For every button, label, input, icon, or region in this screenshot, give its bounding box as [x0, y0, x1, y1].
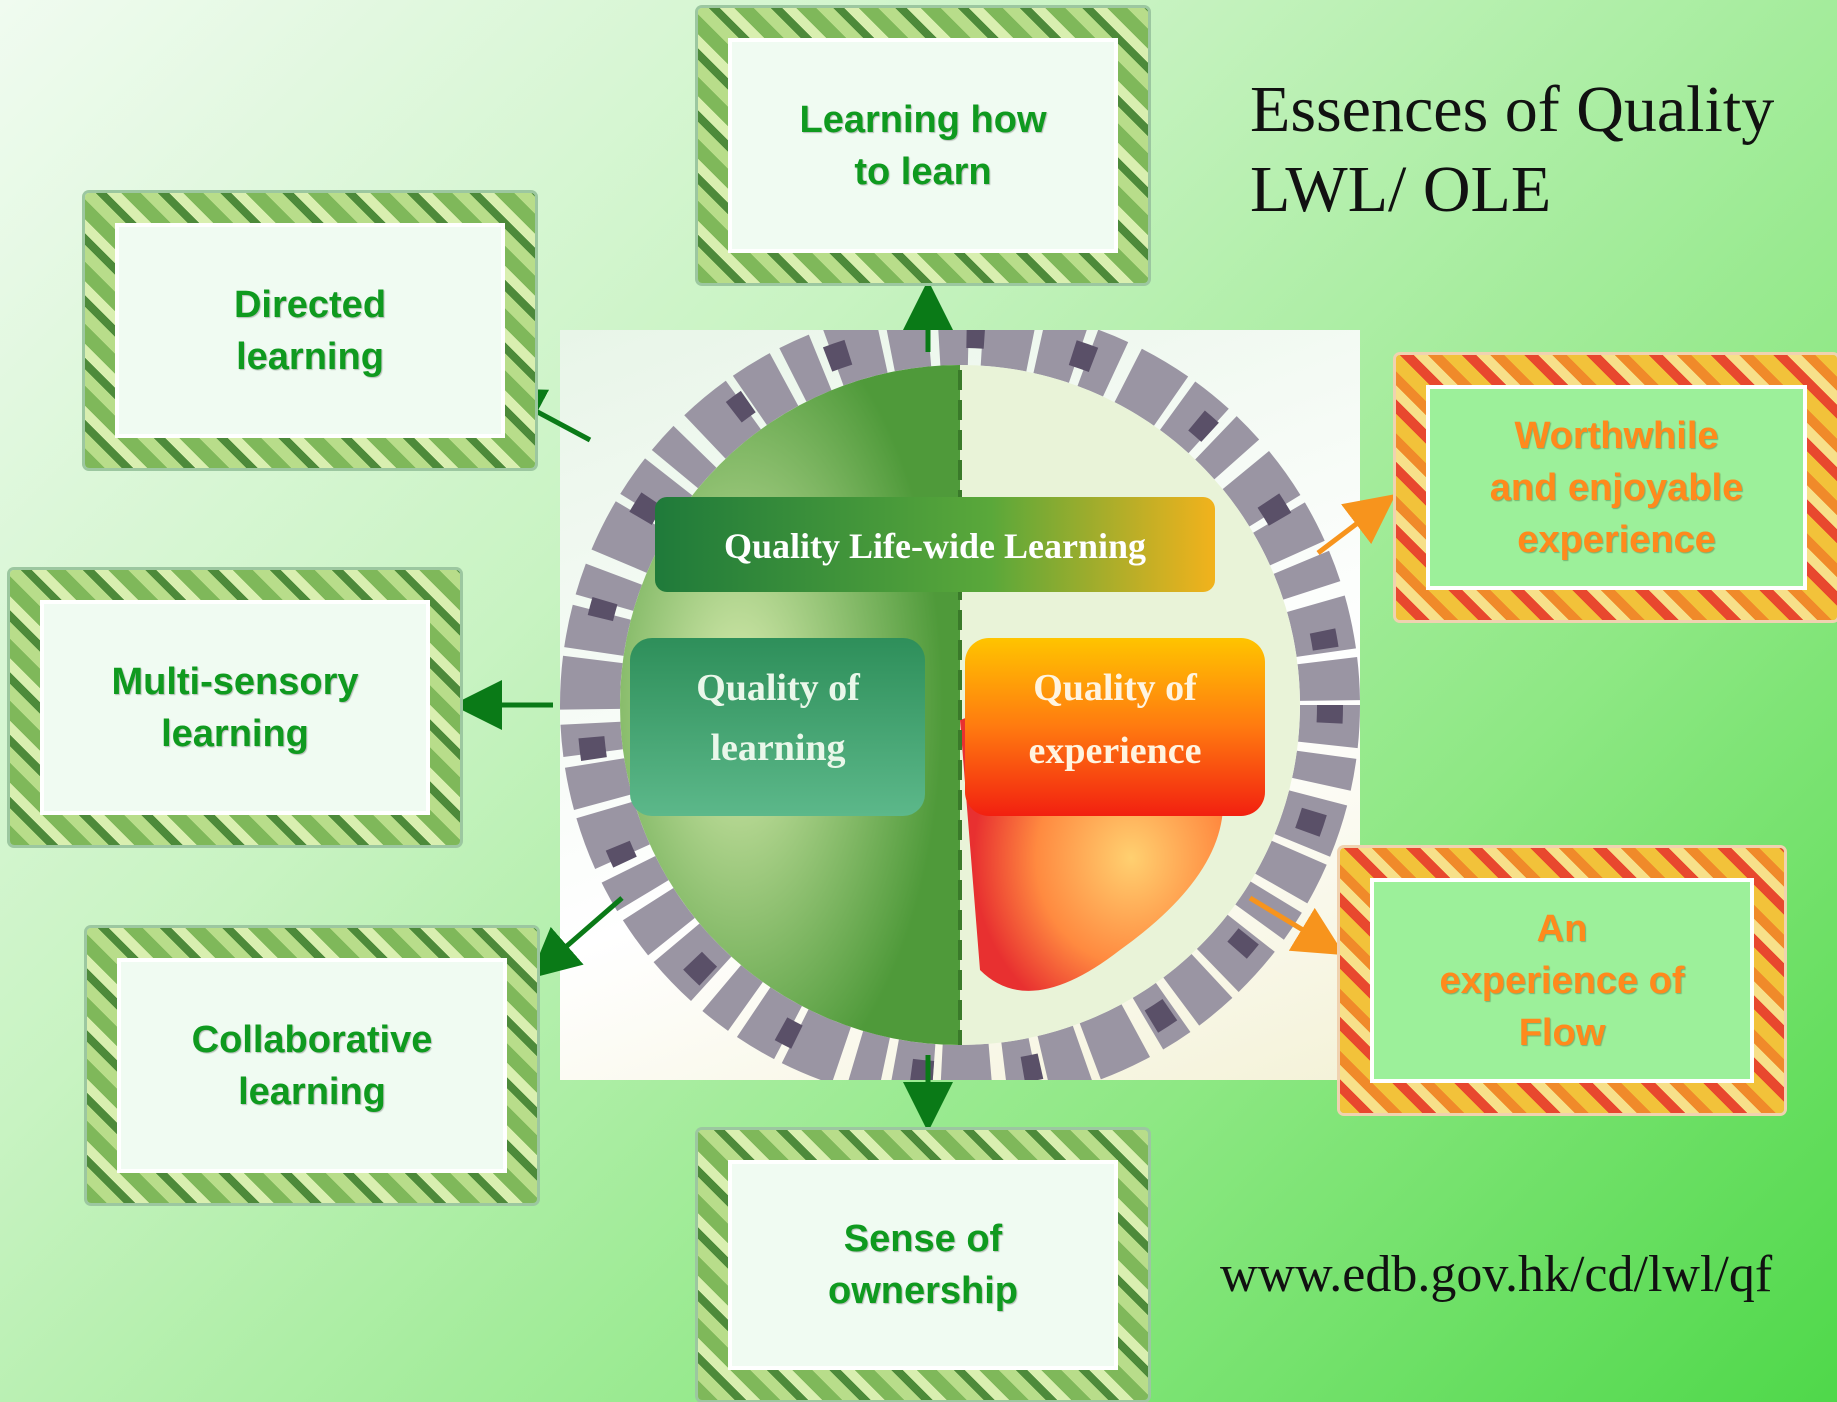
- frame-experience-of-flow: An experience of Flow: [1340, 848, 1784, 1113]
- ownership-line1: Sense of: [843, 1218, 1003, 1260]
- quality-lwl-banner: [655, 497, 1215, 592]
- quality-of-learning-box: [630, 638, 925, 816]
- quality-of-experience-line2: experience: [1028, 730, 1201, 772]
- arrow-to-directed: [493, 388, 592, 443]
- quality-of-learning-line1: Quality of: [696, 667, 861, 709]
- arrow-to-collaborative: [529, 896, 624, 979]
- banner-text: Quality Life-wide Learning: [724, 526, 1146, 566]
- frame-directed-learning: Directed learning: [85, 193, 535, 468]
- dark-stones: [577, 322, 1343, 1088]
- learning-how-line1: Learning how: [799, 98, 1047, 141]
- frame-flow-text: An experience of Flow: [1370, 878, 1754, 1083]
- quality-of-experience-line1: Quality of: [1033, 667, 1198, 709]
- flow-line1: An: [1536, 907, 1588, 950]
- title-line-1: Essences of Quality: [1250, 73, 1775, 146]
- arrow-to-worthwhile: [1316, 493, 1396, 555]
- ownership-line2: ownership: [827, 1270, 1019, 1312]
- frame-learning-how: Learning how to learn: [698, 8, 1148, 283]
- directed-line1: Directed: [233, 283, 387, 326]
- directed-line2: learning: [236, 335, 384, 378]
- flow-line3: Flow: [1518, 1011, 1606, 1054]
- quality-of-learning-line2: learning: [710, 727, 845, 769]
- learning-how-line2: to learn: [854, 150, 992, 193]
- frame-learning-how-text: Learning how to learn: [728, 38, 1118, 253]
- frame-collaborative-text: Collaborative learning: [117, 958, 507, 1173]
- frame-collaborative-learning: Collaborative learning: [87, 928, 537, 1203]
- frame-worthwhile-experience: Worthwhile and enjoyable experience: [1396, 355, 1837, 620]
- collaborative-line1: Collaborative: [191, 1018, 433, 1061]
- collaborative-line2: learning: [238, 1070, 386, 1113]
- slide-title: Essences of Quality LWL/ OLE: [1250, 70, 1810, 230]
- flow-line2: experience of: [1439, 959, 1685, 1002]
- frame-sense-of-ownership: Sense of ownership: [698, 1130, 1148, 1400]
- frame-multi-sensory-text: Multi-sensory learning: [40, 600, 430, 815]
- multi-sensory-line1: Multi-sensory: [111, 660, 359, 703]
- circle-diagram: Quality Life-wide Learning Quality of le…: [560, 305, 1360, 1105]
- title-line-2: LWL/ OLE: [1250, 153, 1552, 226]
- frame-directed-text: Directed learning: [115, 223, 505, 438]
- frame-ownership-text: Sense of ownership: [728, 1160, 1118, 1370]
- source-url: www.edb.gov.hk/cd/lwl/qf: [1220, 1246, 1773, 1303]
- multi-sensory-line2: learning: [161, 712, 309, 755]
- central-circle-illustration: Quality Life-wide Learning Quality of le…: [560, 305, 1360, 1105]
- worthwhile-line3: experience: [1517, 518, 1716, 561]
- worthwhile-line2: and enjoyable: [1489, 466, 1744, 509]
- worthwhile-line1: Worthwhile: [1514, 414, 1719, 457]
- frame-multi-sensory-learning: Multi-sensory learning: [10, 570, 460, 845]
- arrow-to-flow: [1248, 895, 1345, 956]
- frame-worthwhile-text: Worthwhile and enjoyable experience: [1426, 385, 1807, 590]
- quality-of-experience-box: [965, 638, 1265, 816]
